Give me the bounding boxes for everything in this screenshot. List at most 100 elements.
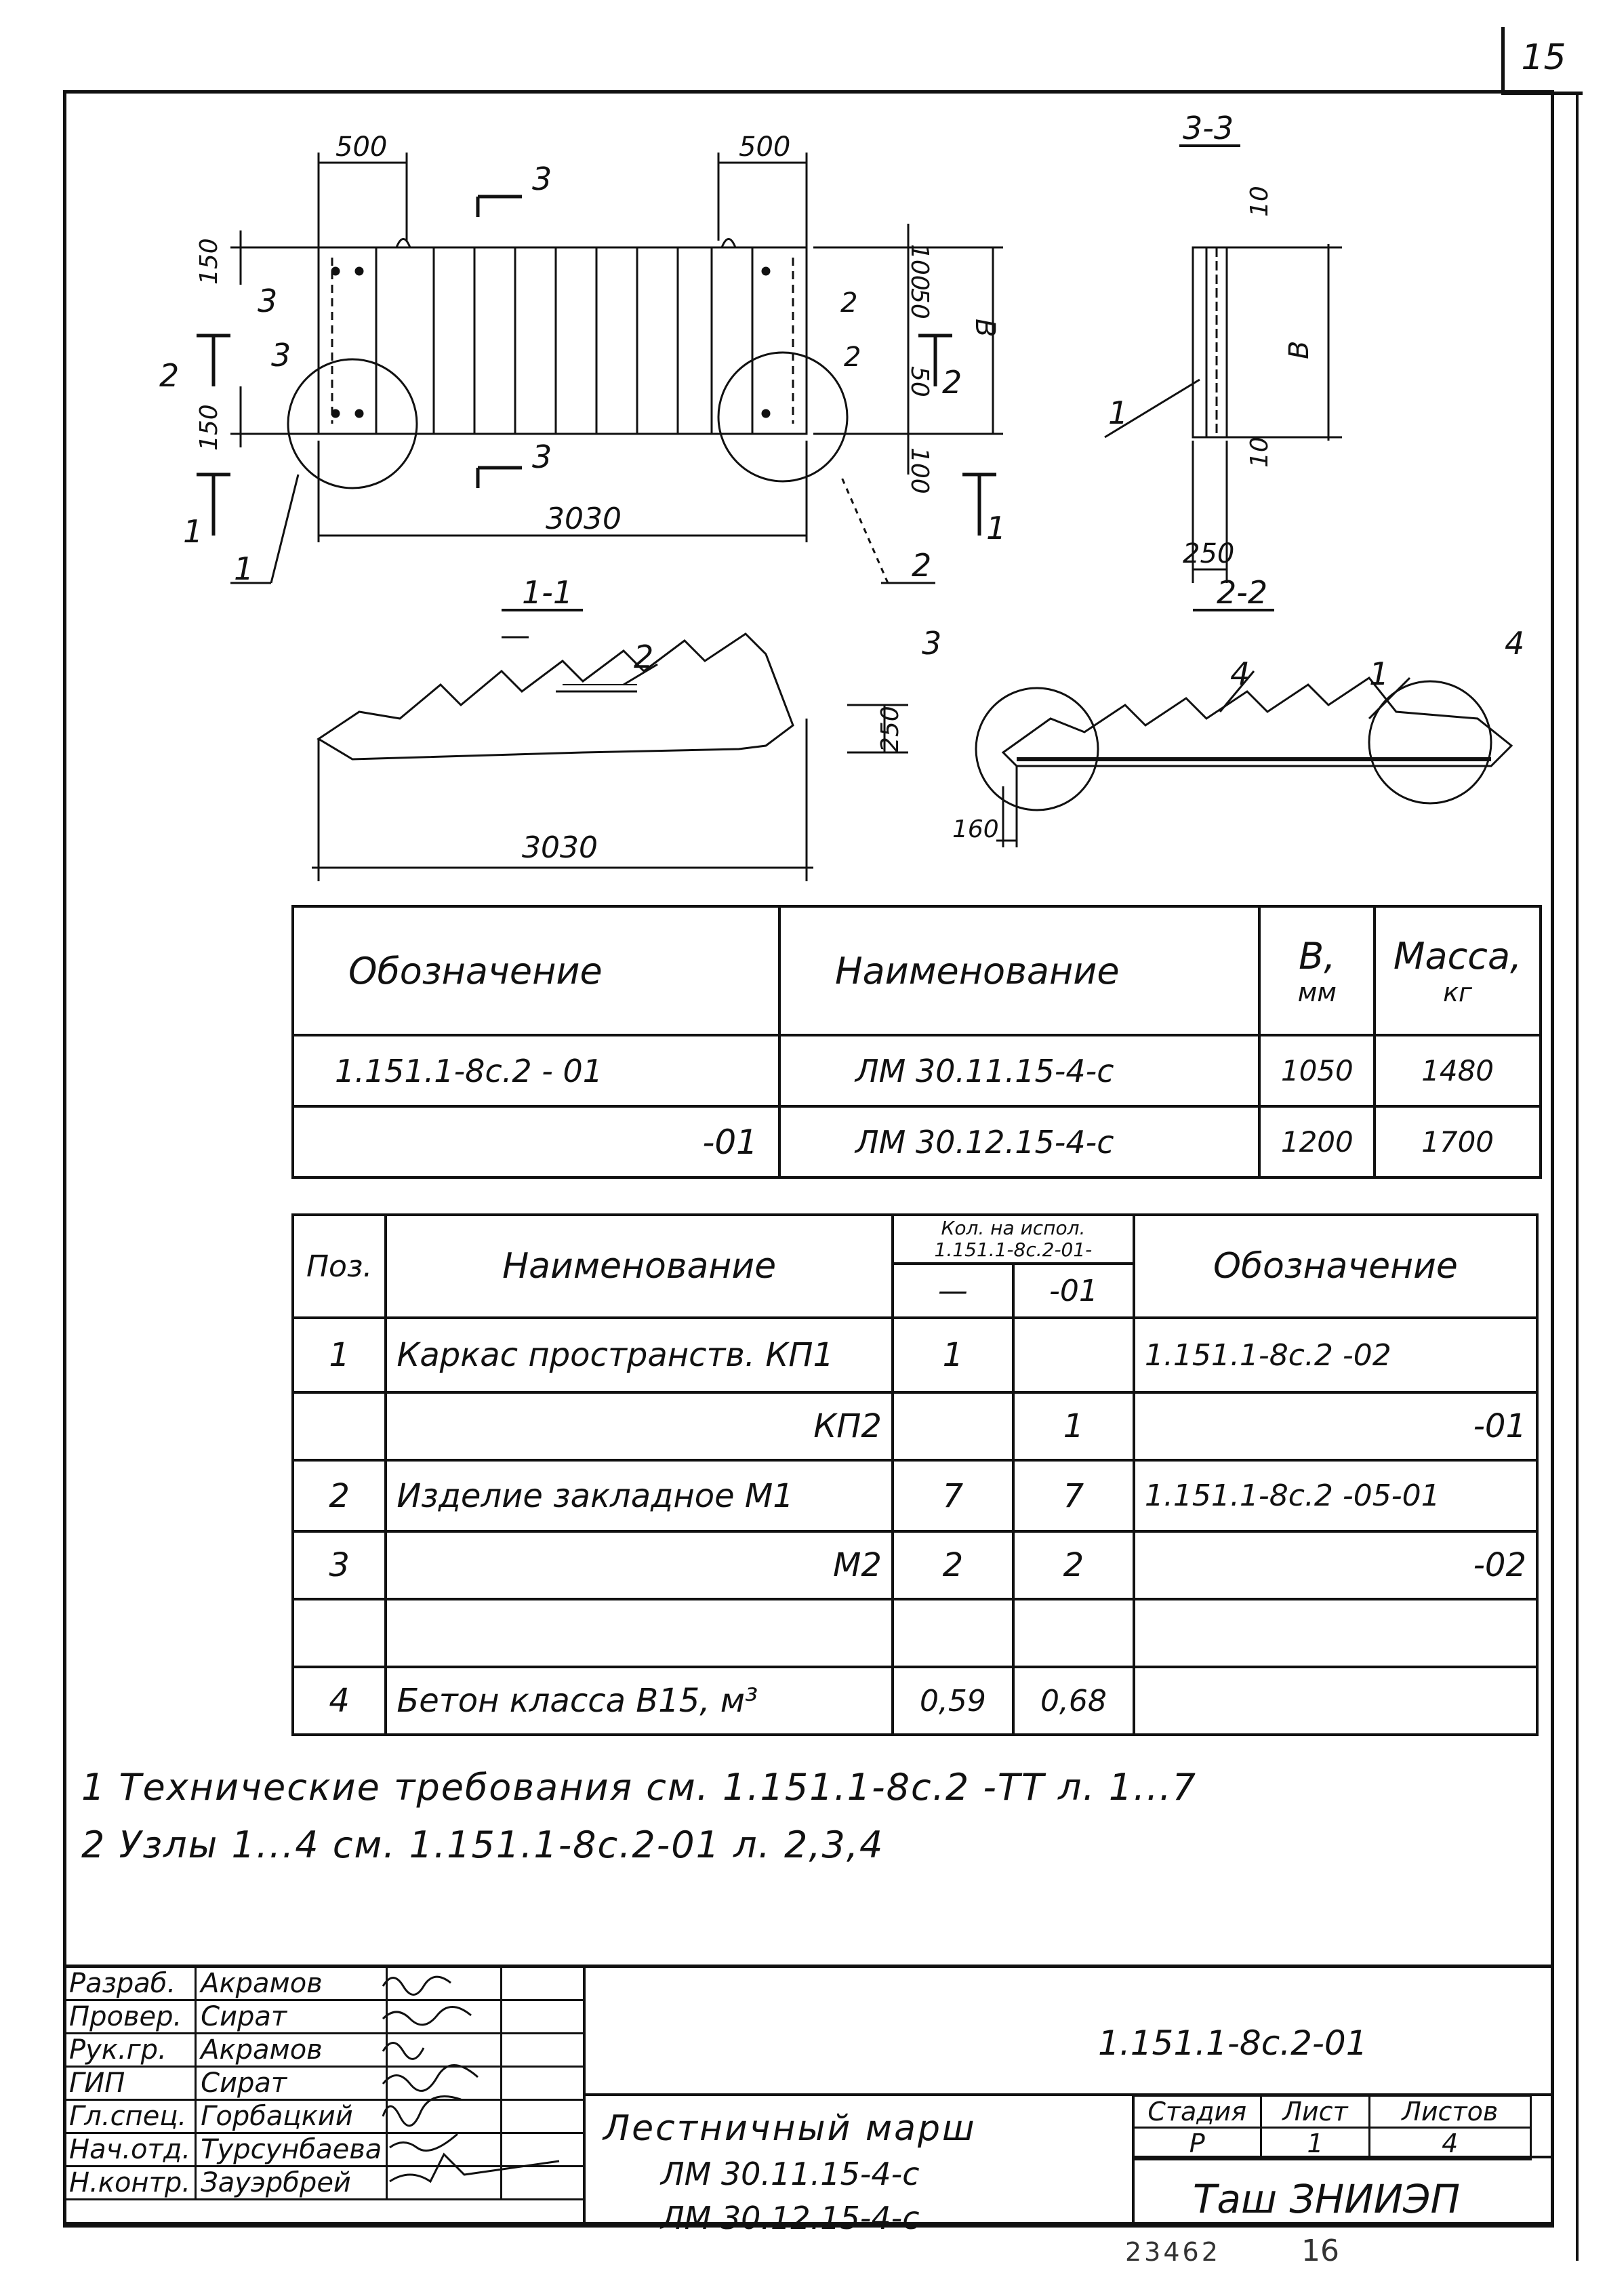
mark-2-left: 2 xyxy=(159,357,179,394)
spec-table-row: 2 Изделие закладное М1 7 7 1.151.1-8с.2 … xyxy=(291,1459,1539,1533)
drawing-frame xyxy=(63,90,1554,2225)
mark-2-leader: 2 xyxy=(912,547,931,584)
mark-1-left: 1 xyxy=(183,513,203,550)
section-3-3-title: 3-3 xyxy=(1183,110,1234,146)
mark-3-bottom: 3 xyxy=(532,439,552,475)
header-name: Наименование xyxy=(384,1213,894,1319)
row-name xyxy=(384,1598,894,1668)
dim-50-top: 50 xyxy=(906,288,933,319)
row-pos: 1 xyxy=(291,1316,388,1394)
mark-1-right: 1 xyxy=(986,510,1006,546)
row-name: М2 xyxy=(384,1530,894,1600)
row-qty-1 xyxy=(891,1598,1015,1668)
section-2-2-title: 2-2 xyxy=(1217,574,1267,611)
mark-1-section: 1 xyxy=(1108,395,1128,431)
mark-3-b: 3 xyxy=(271,337,291,374)
dim-100-bottom: 100 xyxy=(906,447,933,494)
header-mass-label: Масса, xyxy=(1393,934,1522,978)
spec-table-row: 1 Каркас пространств. КП1 1 1.151.1-8с.2… xyxy=(291,1316,1539,1394)
role-label: Рук.гр. xyxy=(62,2032,197,2068)
products-table-row: -01 ЛМ 30.12.15-4-с 1200 1700 xyxy=(291,1105,1542,1179)
section-2-2-profile xyxy=(1001,676,1513,767)
person-name: Зауэрбрей xyxy=(195,2165,388,2200)
row-qty-2: 0,68 xyxy=(1011,1666,1135,1736)
row-qty-2 xyxy=(1011,1598,1135,1668)
row-designation: -01 xyxy=(1132,1391,1539,1462)
mark-2-section: 2 xyxy=(634,639,653,675)
signature-cell xyxy=(386,2032,502,2068)
organization-name: Таш ЗНИИЭП xyxy=(1193,2176,1461,2222)
role-label: Разраб. xyxy=(62,1966,197,2001)
row-designation: -02 xyxy=(1132,1530,1539,1600)
signatures xyxy=(382,1975,560,2183)
footer-page: 16 xyxy=(1301,2234,1339,2268)
date-cell xyxy=(500,1999,586,2034)
dim-150-top: 150 xyxy=(195,238,223,285)
row-designation: 1.151.1-8с.2 - 01 xyxy=(291,1034,781,1108)
row-designation: -01 xyxy=(291,1105,781,1179)
header-b: В, мм xyxy=(1258,905,1377,1036)
dim-500-left: 500 xyxy=(335,132,387,163)
row-name: КП2 xyxy=(384,1391,894,1462)
stair-plan-outline xyxy=(317,246,808,435)
header-b-unit: мм xyxy=(1297,977,1337,1007)
dim-B-plan: B xyxy=(969,319,1000,337)
signature-row: Разраб. Акрамов xyxy=(62,1966,586,2001)
node-circle-3 xyxy=(975,687,1099,811)
date-cell xyxy=(500,2066,586,2101)
spec-table-header-1: Поз. Наименование Кол. на испол. 1.151.1… xyxy=(291,1213,1539,1319)
dim-50-bottom: 50 xyxy=(906,366,933,397)
spec-table-row xyxy=(291,1598,1539,1668)
sheets-value: 4 xyxy=(1368,2127,1532,2160)
products-table-header: Обозначение Наименование В, мм Масса, кг xyxy=(291,905,1542,1036)
footer-line xyxy=(63,2225,1554,2228)
header-designation: Обозначение xyxy=(1132,1213,1539,1319)
dim-10-bottom: 10 xyxy=(1246,437,1274,468)
note-1: 1 Технические требования см. 1.151.1-8с.… xyxy=(81,1766,1198,1809)
node-circle-4 xyxy=(1368,680,1492,805)
header-qty: Кол. на испол. 1.151.1-8с.2-01- xyxy=(891,1213,1135,1265)
mark-2-a: 2 xyxy=(840,287,857,319)
specification-table: Поз. Наименование Кол. на испол. 1.151.1… xyxy=(291,1213,1539,1736)
sheet-value: 1 xyxy=(1260,2127,1370,2160)
stage-label: Стадия xyxy=(1131,2095,1263,2129)
header-mass: Масса, кг xyxy=(1373,905,1542,1036)
header-pos: Поз. xyxy=(291,1213,388,1319)
title-right-divider xyxy=(1132,2093,1135,2225)
row-qty-1: 0,59 xyxy=(891,1666,1015,1736)
header-name: Наименование xyxy=(777,905,1261,1036)
dim-500-right: 500 xyxy=(739,132,790,163)
person-name: Сират xyxy=(195,2066,388,2101)
role-label: Нач.отд. xyxy=(62,2132,197,2167)
signature-cell xyxy=(386,1966,502,2001)
title-block-top-line xyxy=(63,1965,1554,1968)
spec-table-row: 3 М2 2 2 -02 xyxy=(291,1530,1539,1600)
role-label: ГИП xyxy=(62,2066,197,2101)
sheet-label: Лист xyxy=(1260,2095,1370,2129)
dim-250-section: 250 xyxy=(1183,538,1234,569)
row-designation xyxy=(1132,1598,1539,1668)
header-mass-unit: кг xyxy=(1443,977,1473,1007)
header-qty-line2: 1.151.1-8с.2-01- xyxy=(934,1238,1093,1261)
row-designation: 1.151.1-8с.2 -02 xyxy=(1132,1316,1539,1394)
dim-10-top: 10 xyxy=(1246,186,1274,217)
row-mass: 1700 xyxy=(1373,1105,1542,1179)
row-name: ЛМ 30.11.15-4-с xyxy=(777,1034,1261,1108)
date-cell xyxy=(500,2099,586,2134)
sheets-label: Листов xyxy=(1368,2095,1532,2129)
mark-2-right: 2 xyxy=(942,364,962,401)
products-table: Обозначение Наименование В, мм Масса, кг… xyxy=(291,905,1542,1179)
date-cell xyxy=(500,1966,586,2001)
row-qty-1 xyxy=(891,1391,1015,1462)
stage-table: Стадия Лист Листов Р 1 4 xyxy=(1131,2095,1532,2160)
stage-header-row: Стадия Лист Листов xyxy=(1131,2095,1532,2129)
header-qty-dash: — xyxy=(891,1262,1015,1319)
dim-3030-plan: 3030 xyxy=(546,502,622,536)
mark-3-top: 3 xyxy=(532,161,552,197)
dim-100-top: 100 xyxy=(906,244,933,291)
row-name: Бетон класса В15, м³ xyxy=(384,1666,894,1736)
row-qty-2 xyxy=(1011,1316,1135,1394)
row-qty-2: 1 xyxy=(1011,1391,1135,1462)
dim-160: 160 xyxy=(952,815,999,843)
spec-table-header-2: — -01 xyxy=(293,1262,1537,1319)
